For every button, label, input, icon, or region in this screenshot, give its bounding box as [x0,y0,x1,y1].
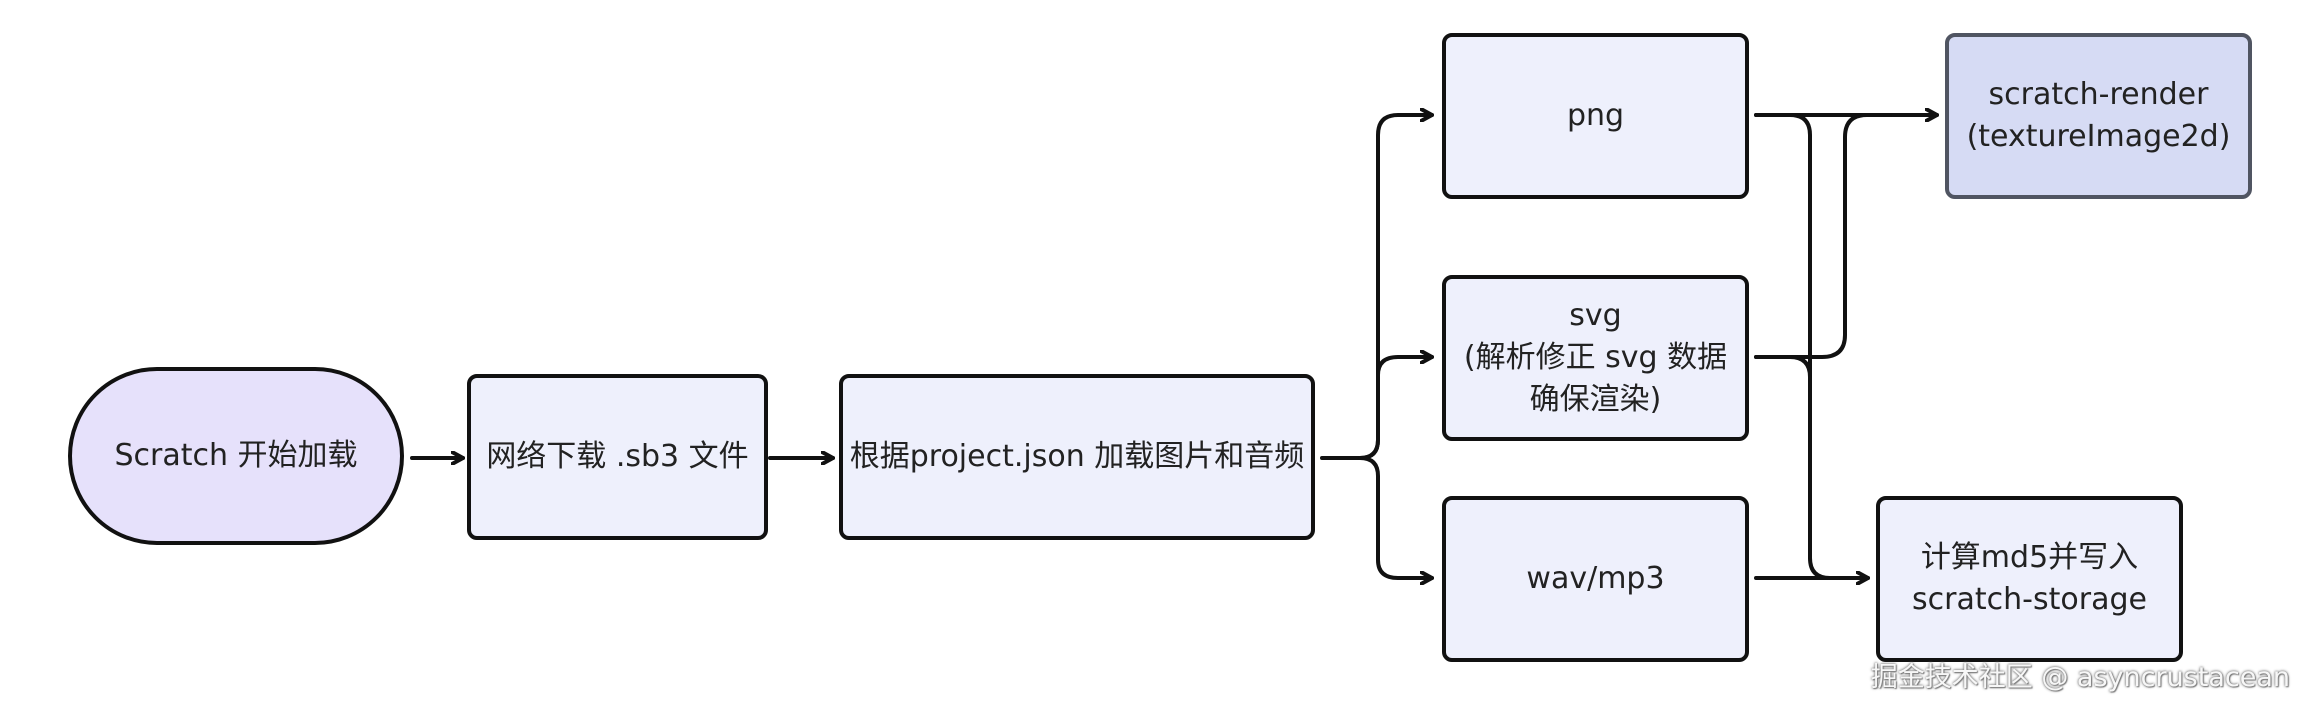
edge-load-assets-to-svg [1358,357,1434,460]
watermark: 掘金技术社区 @ asyncrustacean [1870,662,2290,693]
node-render-label: scratch-render (textureImage2d) [1966,77,2231,154]
node-svg: svg (解析修正 svg 数据 确保渲染) [1442,275,1749,441]
node-storage: 计算md5并写入 scratch-storage [1876,496,2183,662]
edge-load-assets-to-audio [1358,456,1434,578]
node-audio: wav/mp3 [1442,496,1749,662]
node-render: scratch-render (textureImage2d) [1945,33,2252,199]
node-start-label: Scratch 开始加载 [114,438,358,473]
node-load-assets: 根据project.json 加载图片和音频 [839,374,1315,540]
node-download-label: 网络下载 .sb3 文件 [486,439,749,474]
node-svg-label: svg (解析修正 svg 数据 确保渲染) [1463,298,1728,417]
edge-svg-to-render [1754,113,1892,359]
edge-svg-to-storage [1754,355,1812,560]
node-audio-label: wav/mp3 [1526,561,1665,596]
node-load-assets-label: 根据project.json 加载图片和音频 [849,439,1305,474]
node-start: Scratch 开始加载 [68,367,404,545]
node-png-label: png [1566,98,1625,133]
node-storage-label: 计算md5并写入 scratch-storage [1912,540,2147,617]
node-png: png [1442,33,1749,199]
node-download: 网络下载 .sb3 文件 [467,374,768,540]
